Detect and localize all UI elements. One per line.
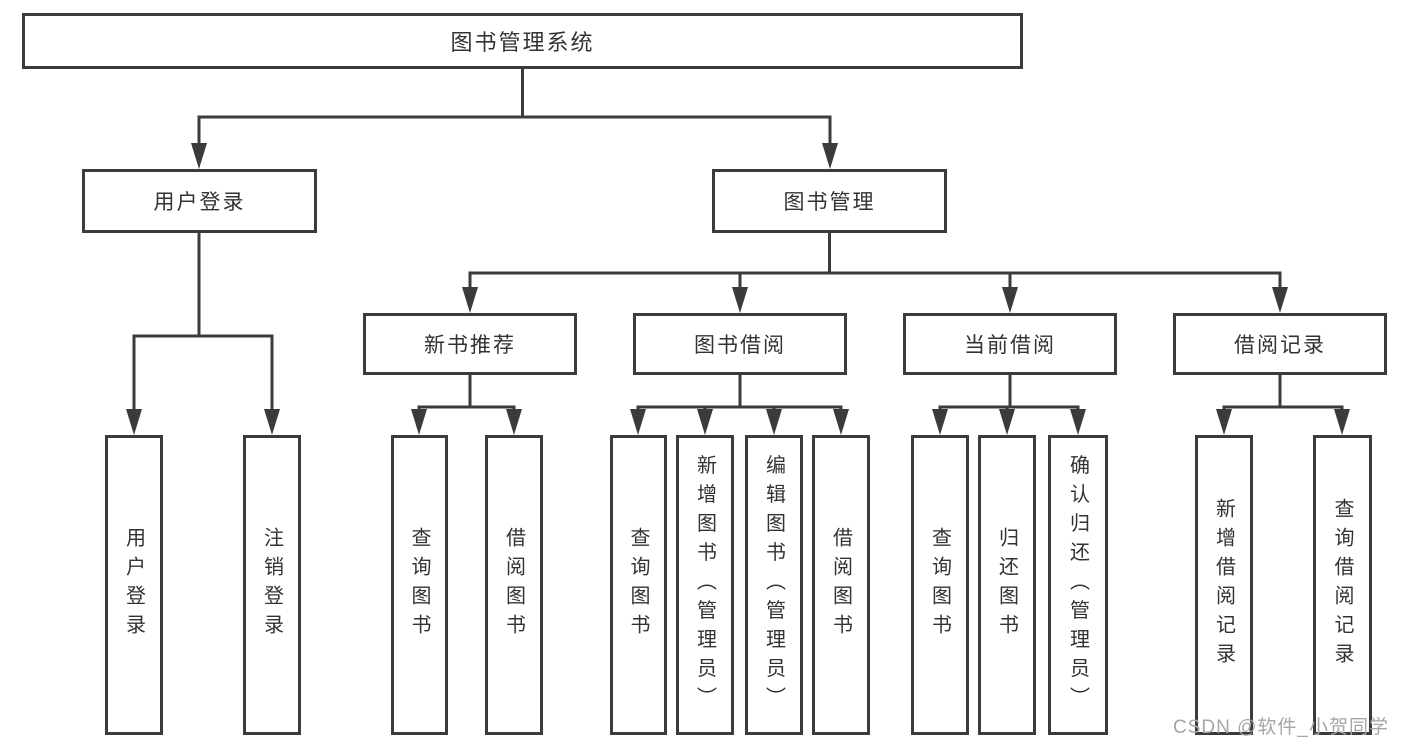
node-current-borrow: 当前借阅 <box>903 313 1117 375</box>
connector-new-book-recommend <box>411 375 522 435</box>
node-user-login-label: 用户登录 <box>153 191 246 214</box>
leaf-query-books-current: 查询图书 <box>911 435 969 735</box>
connector-root <box>191 69 838 169</box>
node-book-management: 图书管理 <box>712 169 947 233</box>
node-book-borrow-label: 图书借阅 <box>694 334 786 357</box>
connector-current-borrow <box>932 375 1086 435</box>
node-borrow-records: 借阅记录 <box>1173 313 1387 375</box>
node-new-book-recommend: 新书推荐 <box>363 313 577 375</box>
node-current-borrow-label: 当前借阅 <box>964 334 1056 357</box>
leaf-borrow-books-recommend: 借阅图书 <box>485 435 543 735</box>
leaf-query-books-recommend: 查询图书 <box>391 435 448 735</box>
leaf-return-books: 归还图书 <box>978 435 1036 735</box>
leaf-query-borrow-record: 查询借阅记录 <box>1313 435 1372 735</box>
connector-book-borrow <box>630 375 849 435</box>
node-book-borrow: 图书借阅 <box>633 313 847 375</box>
csdn-watermark: CSDN @软件_小贺同学 <box>1173 717 1389 738</box>
leaf-add-books-admin: 新增图书（管理员） <box>676 435 734 735</box>
connector-user-login <box>126 233 280 435</box>
node-user-login: 用户登录 <box>82 169 317 233</box>
node-root-library-system: 图书管理系统 <box>22 13 1023 69</box>
node-book-management-label: 图书管理 <box>783 191 876 214</box>
connector-book-management <box>462 233 1288 313</box>
leaf-query-books-borrow: 查询图书 <box>610 435 667 735</box>
connector-borrow-records <box>1216 375 1350 435</box>
leaf-logout-login: 注销登录 <box>243 435 301 735</box>
leaf-user-login: 用户登录 <box>105 435 163 735</box>
leaf-borrow-books: 借阅图书 <box>812 435 870 735</box>
node-borrow-records-label: 借阅记录 <box>1234 334 1326 357</box>
leaf-add-borrow-record: 新增借阅记录 <box>1195 435 1253 735</box>
leaf-confirm-return-admin: 确认归还（管理员） <box>1048 435 1108 735</box>
node-root-label: 图书管理系统 <box>450 30 595 55</box>
leaf-edit-books-admin: 编辑图书（管理员） <box>745 435 803 735</box>
node-new-book-recommend-label: 新书推荐 <box>424 334 516 357</box>
